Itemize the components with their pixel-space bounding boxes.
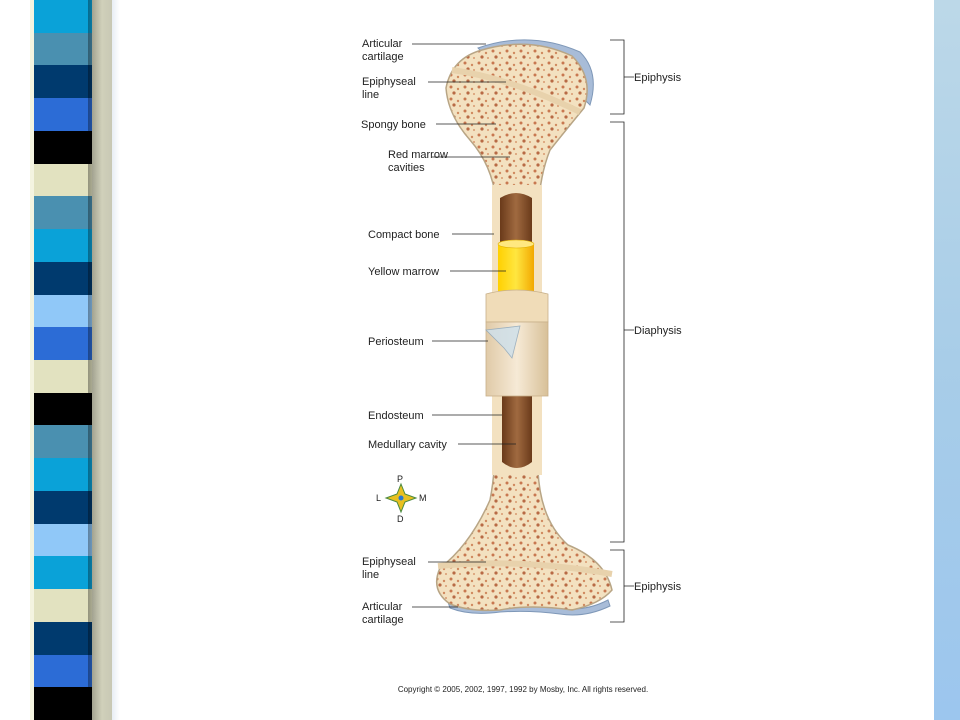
stripe-segment [34,163,92,197]
stripe-segment [34,261,92,296]
stripe-segment [34,327,92,361]
stripe-segment [34,98,92,132]
stripe-segment [34,425,92,459]
stripe-shadow [88,0,102,720]
label-line: cartilage [362,614,404,626]
decorative-stripe-bar [0,0,112,720]
slide-left-edge [112,0,120,720]
stripe-segment [34,523,92,557]
yellow-marrow-cylinder [498,244,534,294]
slide-right-border [934,0,960,720]
compass-center [398,495,404,501]
label-line: cartilage [362,51,404,63]
label-line: Red marrow [388,149,448,161]
compass-p: P [397,474,403,484]
label-periosteum: Periosteum [368,336,424,348]
label-medullary-cavity: Medullary cavity [368,439,447,451]
bracket-epiphysis-bottom [610,549,634,623]
stripe-segment [34,0,92,34]
label-compact-bone: Compact bone [368,229,440,241]
stripe-segment [34,621,92,656]
epiphyseal-line-bottom-shape [437,560,613,577]
stripe-segment [34,360,92,394]
stripe-segment [34,32,92,66]
stripe-segment [34,65,92,99]
stripe-segment [34,294,92,328]
stripe-segment [34,589,92,623]
label-line: Articular [362,601,403,613]
label-line: line [362,569,379,581]
label-epiphysis-top: Epiphysis [634,72,682,84]
label-line: Epiphyseal [362,556,416,568]
stripe-segment [34,229,92,263]
label-spongy-bone: Spongy bone [361,119,426,131]
label-line: line [362,89,379,101]
epiphyseal-line-top-shape [451,67,582,115]
label-epiphysis-bottom: Epiphysis [634,581,682,593]
compass-m: M [419,493,427,503]
stripe-segment [34,654,92,688]
stripe-segment [34,196,92,230]
label-line: Articular [362,38,403,50]
periosteum-flap [485,325,521,359]
stripe-segment [34,130,92,165]
bracket-epiphysis-top [610,39,634,115]
label-line: cavities [388,162,425,174]
compass-d: D [397,514,404,524]
label-yellow-marrow: Yellow marrow [368,266,439,278]
stripe-segment [34,392,92,426]
yellow-marrow-top [497,239,535,249]
stripe-segment [34,687,92,720]
copyright-notice: Copyright © 2005, 2002, 1997, 1992 by Mo… [397,685,649,694]
stripe-segment [34,556,92,590]
compact-bone-ring [485,289,549,323]
label-line: Epiphyseal [362,76,416,88]
compass-l: L [376,493,381,503]
orientation-compass-icon: P D L M [376,474,427,524]
stripe-segment [34,458,92,492]
medullary-cavity-lower [502,395,532,468]
bracket-diaphysis [610,121,634,543]
label-diaphysis: Diaphysis [634,325,682,337]
stripe-segment [34,490,92,525]
label-endosteum: Endosteum [368,410,424,422]
